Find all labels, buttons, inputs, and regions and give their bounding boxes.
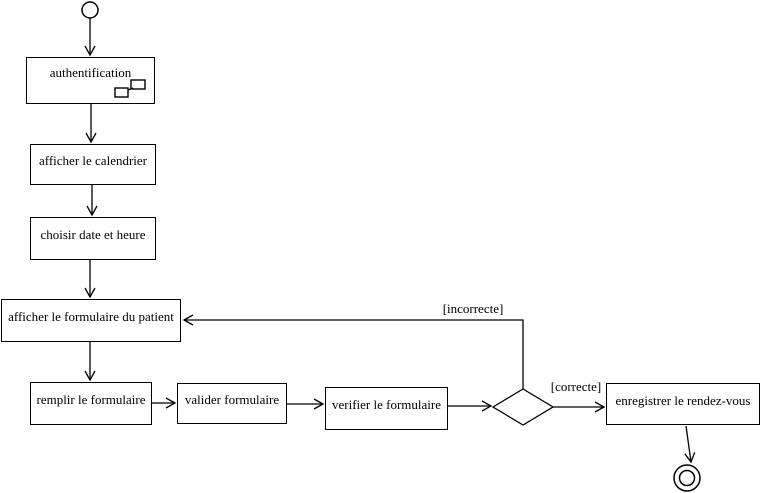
- guard-incorrecte: [incorrecte]: [442, 301, 504, 316]
- activity-label: remplir le formulaire: [36, 392, 146, 408]
- activity-choisir-date-heure: choisir date et heure: [30, 217, 156, 260]
- activity-label: enregistrer le rendez-vous: [615, 392, 751, 408]
- activity-afficher-calendrier: afficher le calendrier: [30, 144, 156, 185]
- activity-label: afficher le calendrier: [38, 153, 148, 169]
- guard-correcte: [correcte]: [550, 379, 602, 394]
- activity-verifier-formulaire: verifier le formulaire: [325, 387, 448, 430]
- initial-node: [81, 1, 99, 19]
- activity-label: choisir date et heure: [40, 227, 146, 243]
- activity-valider-formulaire: valider formulaire: [177, 383, 287, 424]
- activity-authentification: authentification: [26, 57, 155, 104]
- activity-enregistrer-rendezvous: enregistrer le rendez-vous: [606, 383, 760, 425]
- final-node: [673, 464, 701, 492]
- edge-enregistrer-to-end: [684, 425, 696, 464]
- activity-label: afficher le formulaire du patient: [8, 309, 174, 325]
- subactivity-icon: [114, 79, 146, 98]
- edge-decision-to-formulaire-patient-feedback: [182, 314, 524, 389]
- activity-afficher-formulaire-patient: afficher le formulaire du patient: [1, 299, 181, 342]
- activity-remplir-formulaire: remplir le formulaire: [30, 382, 152, 425]
- activity-label: valider formulaire: [184, 392, 280, 408]
- activity-label: verifier le formulaire: [332, 397, 441, 413]
- activity-label: authentification: [49, 65, 132, 80]
- decision-diamond: [491, 388, 555, 426]
